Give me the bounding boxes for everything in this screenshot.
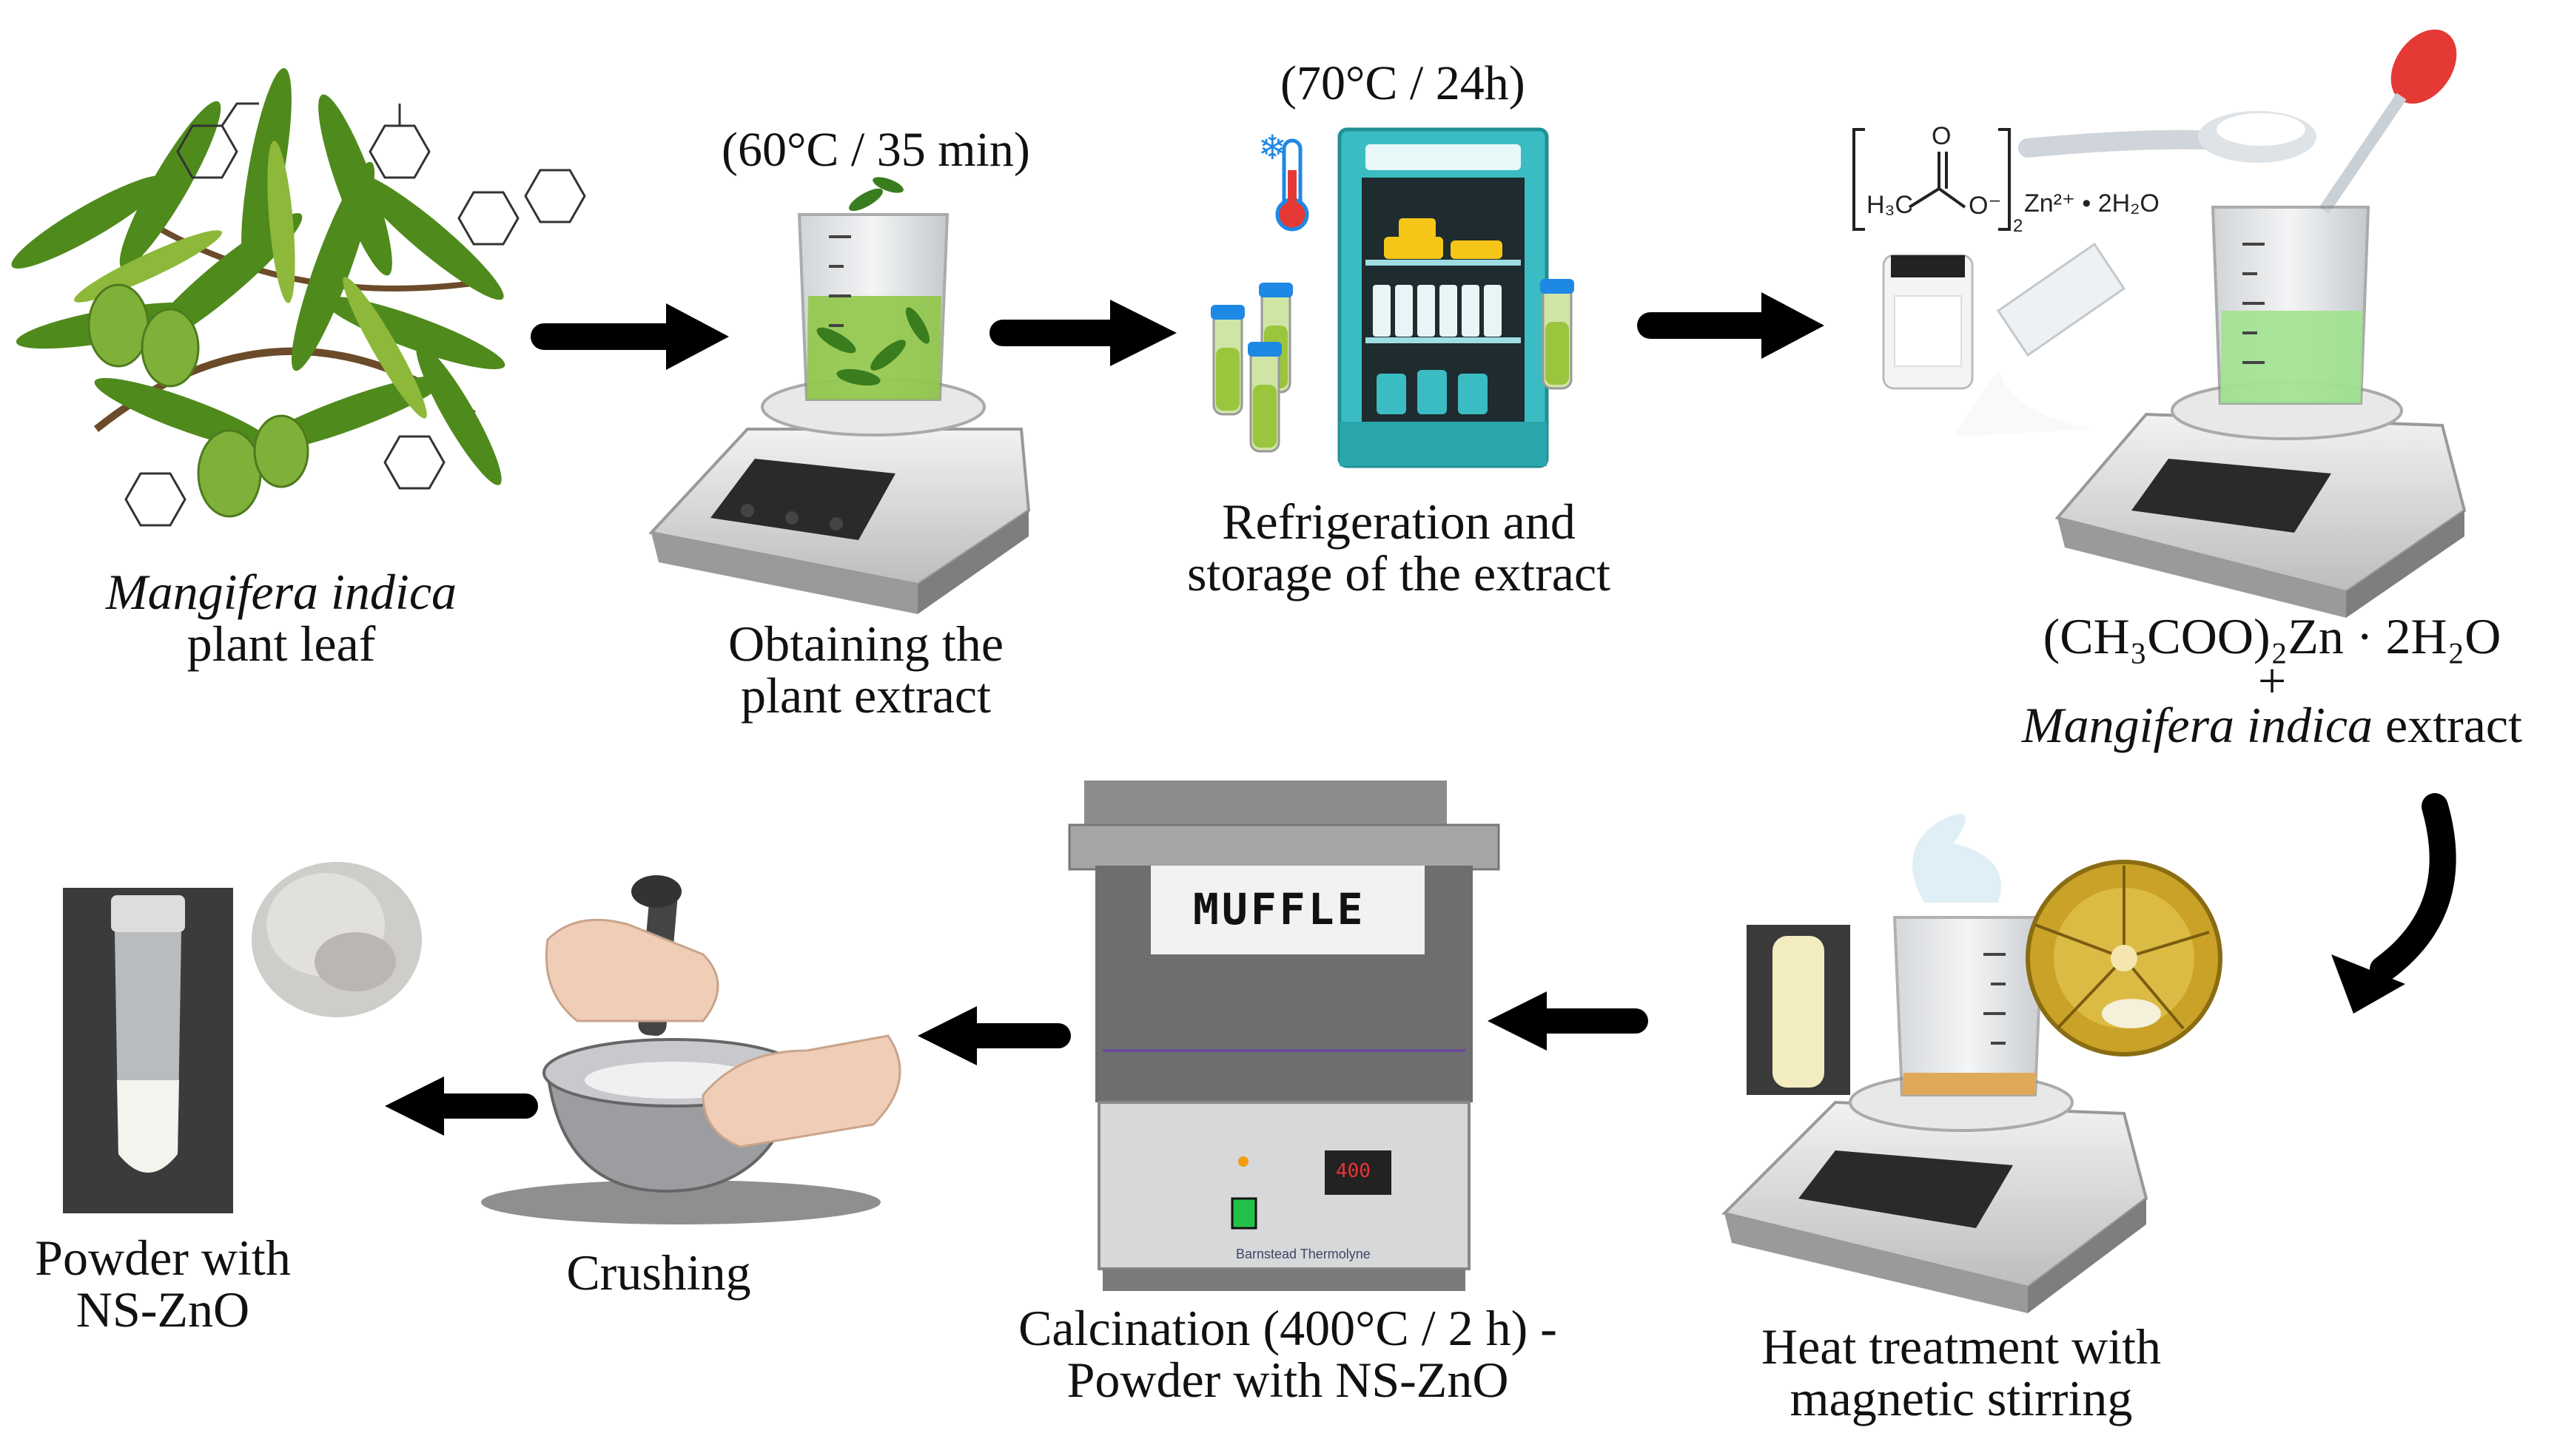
muffle-label: MUFFLE — [1193, 884, 1366, 934]
arrow-1-icon — [531, 303, 729, 370]
extract-label-line1: Obtaining the — [727, 616, 1004, 672]
mix-label-species: Mangifera indica — [2021, 697, 2373, 753]
leaf-label-line1: Mangifera indica — [105, 564, 457, 620]
powder-tube-icon — [63, 888, 233, 1213]
extract-tubes-icon — [1211, 279, 1574, 453]
spoon-icon — [2018, 111, 2316, 163]
mix-label: (CH₃COO)₂Zn · 2H₂O + Mangifera indica ex… — [2013, 608, 2531, 750]
sample-tube-icon — [1747, 925, 1850, 1095]
mix-label-extract: extract — [2373, 697, 2523, 753]
mix-label-line3: Mangifera indica extract — [2013, 700, 2531, 750]
acetate-methyl: H₃C — [1866, 191, 1913, 219]
mix-label-line1: (CH₃COO)₂Zn · 2H₂O — [2043, 608, 2501, 664]
powder-label-line2: NS-ZnO — [75, 1281, 250, 1338]
heat-label-line2: magnetic stirring — [1790, 1370, 2133, 1426]
furnace-brand: Barnstead Thermolyne — [1236, 1247, 1371, 1261]
calcination-label-line2: Powder with NS-ZnO — [1066, 1352, 1509, 1408]
mortar-pestle-icon — [481, 875, 901, 1224]
acetate-oxygen-minus: O⁻ — [1969, 192, 2002, 220]
mango-plant-icon — [11, 68, 505, 518]
extract-condition: (60°C / 35 min) — [722, 123, 1030, 177]
powder-label: Powder with NS-ZnO — [7, 1232, 318, 1335]
acetate-structure-icon — [1852, 128, 2011, 231]
furnace-display: 400 — [1336, 1160, 1371, 1182]
storage-label: Refrigeration and storage of the extract — [1155, 496, 1643, 599]
crushing-label: Crushing — [511, 1247, 807, 1298]
hotplate-mix-icon — [2054, 206, 2467, 618]
thermometer-icon: ❄ — [1258, 127, 1309, 232]
reagent-bottles-icon — [1882, 242, 2126, 437]
hotplate-extract-icon — [648, 177, 1031, 614]
curved-arrow-icon — [2331, 793, 2456, 1014]
extract-label: Obtaining the plant extract — [681, 618, 1051, 721]
zno-powder-pile-icon — [252, 862, 422, 1017]
calcination-label: Calcination (400°C / 2 h) - Powder with … — [992, 1302, 1584, 1406]
refrigerator-icon — [1337, 127, 1549, 468]
acetate-carbonyl-oxygen: O — [1932, 122, 1952, 150]
mix-label-plus: + — [2257, 653, 2287, 709]
arrow-4-icon — [1488, 991, 1648, 1051]
muffle-furnace-icon — [1068, 781, 1500, 1291]
storage-condition: (70°C / 24h) — [1280, 56, 1525, 110]
storage-label-line2: storage of the extract — [1186, 545, 1611, 601]
arrow-2-icon — [989, 300, 1177, 366]
arrow-3-icon — [1637, 292, 1824, 359]
heat-label: Heat treatment with magnetic stirring — [1702, 1321, 2220, 1424]
calcination-label-line1: Calcination (400°C / 2 h) - — [1018, 1300, 1557, 1356]
zno-crystal-dish-icon — [2026, 860, 2222, 1056]
arrow-5-icon — [918, 1006, 1071, 1065]
extract-label-line2: plant extract — [741, 667, 991, 724]
hotplate-heat-icon — [1721, 814, 2148, 1313]
svg-text:❄: ❄ — [1258, 127, 1287, 167]
leaf-label-line2: plant leaf — [186, 616, 376, 672]
acetate-subscript: 2 — [2013, 216, 2023, 236]
heat-label-line1: Heat treatment with — [1761, 1318, 2161, 1375]
powder-label-line1: Powder with — [35, 1230, 291, 1286]
pipette-icon — [2319, 29, 2457, 215]
phenolic-structures-icon — [124, 102, 586, 527]
arrow-6-icon — [385, 1076, 538, 1136]
storage-label-line1: Refrigeration and — [1222, 493, 1576, 550]
zinc-ion-label: Zn²⁺ • 2H₂O — [2024, 189, 2160, 218]
crushing-label-text: Crushing — [566, 1244, 751, 1301]
leaf-label: Mangifera indica plant leaf — [81, 566, 481, 670]
